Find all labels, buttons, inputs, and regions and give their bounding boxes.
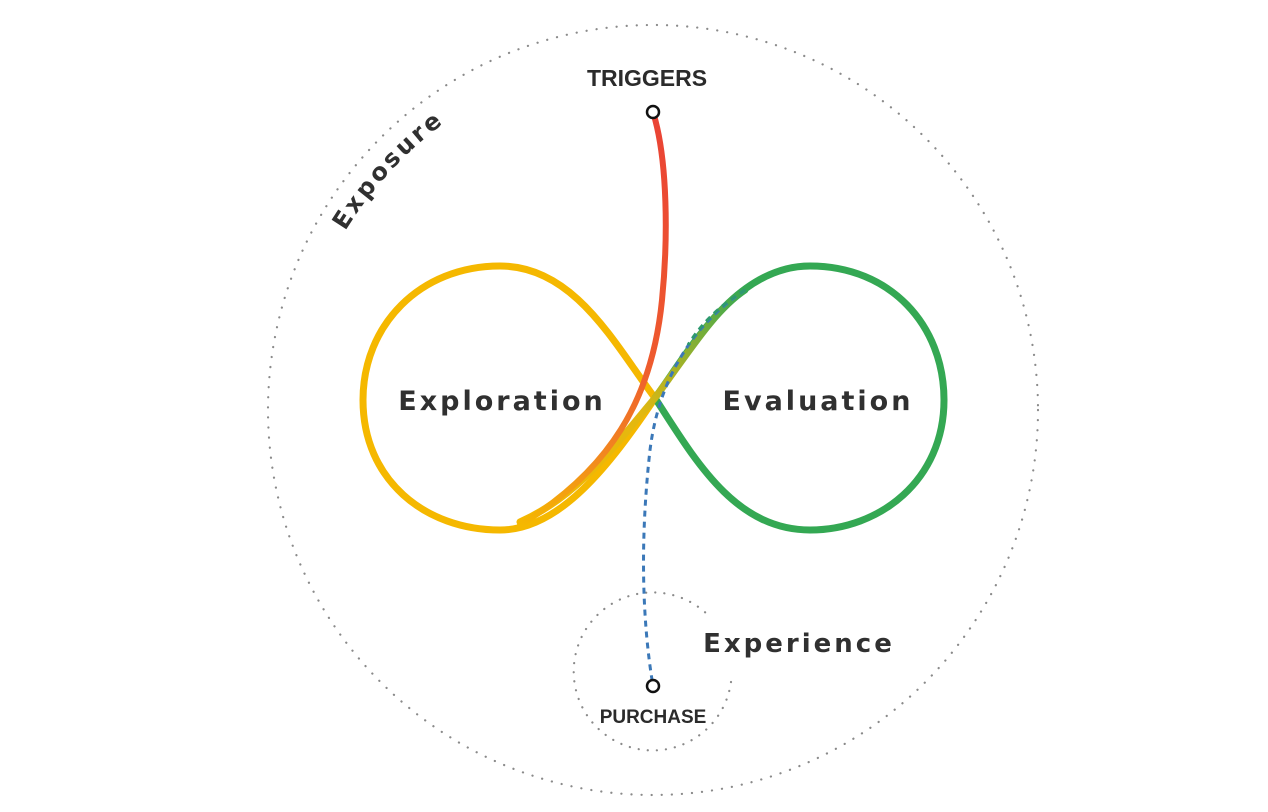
purchase-label: PURCHASE (600, 707, 707, 728)
evaluation-loop (651, 262, 948, 534)
purchase-path (642, 288, 746, 687)
exploration-label: Exploration (398, 386, 605, 417)
triggers-label: TRIGGERS (587, 65, 707, 91)
experience-label: Experience (703, 629, 895, 659)
exposure-boundary (266, 23, 1040, 797)
trigger-path (517, 109, 669, 528)
exploration-loop (359, 262, 659, 534)
triggers-node (645, 104, 661, 120)
evaluation-label: Evaluation (723, 386, 914, 417)
purchase-node (645, 678, 661, 694)
exposure-label: Exposure (327, 105, 449, 235)
